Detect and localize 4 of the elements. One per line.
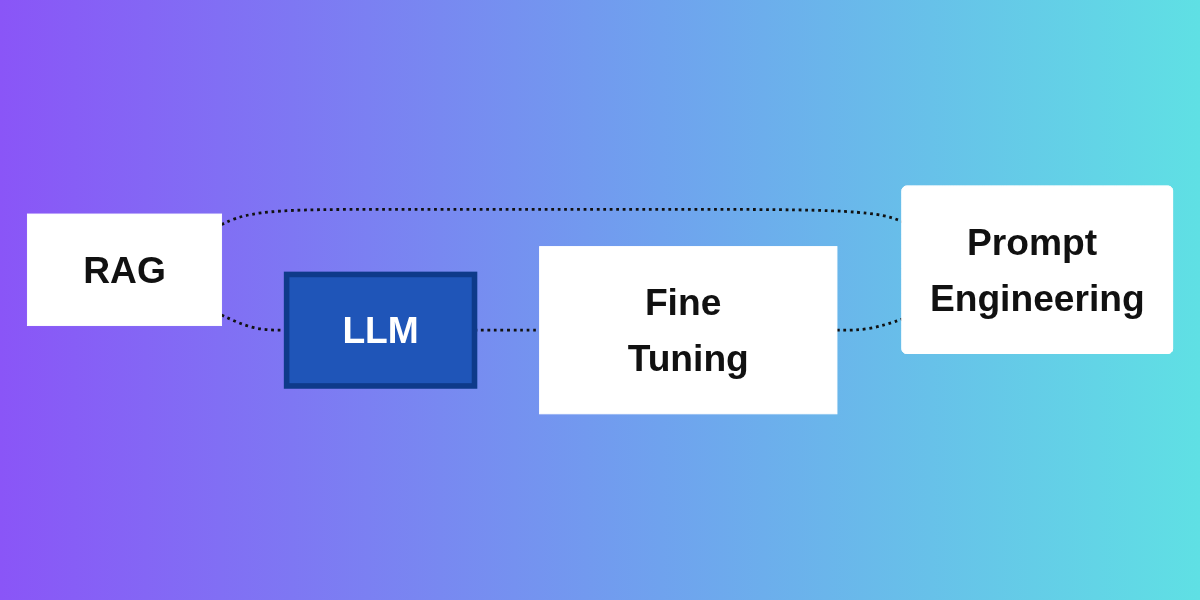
node-box: RAG — [26, 213, 223, 327]
node-box: LLM — [283, 271, 478, 389]
connector — [836, 317, 903, 332]
node-box: Fine Tuning — [539, 246, 838, 415]
